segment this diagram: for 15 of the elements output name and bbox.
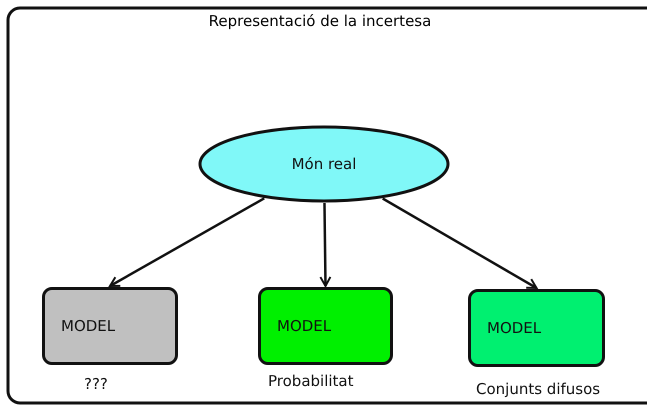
- node-caption: Conjunts difusos: [476, 380, 600, 398]
- arrow: [109, 197, 265, 288]
- node-label: MODEL: [61, 317, 116, 335]
- node-caption: ???: [84, 375, 108, 393]
- model-box: [258, 287, 393, 365]
- arrow: [319, 202, 332, 287]
- node-label: MODEL: [277, 317, 332, 335]
- node-label: MODEL: [487, 319, 542, 337]
- ellipse-node: [198, 125, 450, 203]
- model-box: [468, 289, 605, 367]
- title: Representació de la incertesa: [208, 11, 432, 32]
- node-caption: Probabilitat: [268, 372, 354, 390]
- node-label: Món real: [292, 155, 356, 173]
- model-box: [42, 287, 178, 365]
- arrow: [382, 197, 538, 290]
